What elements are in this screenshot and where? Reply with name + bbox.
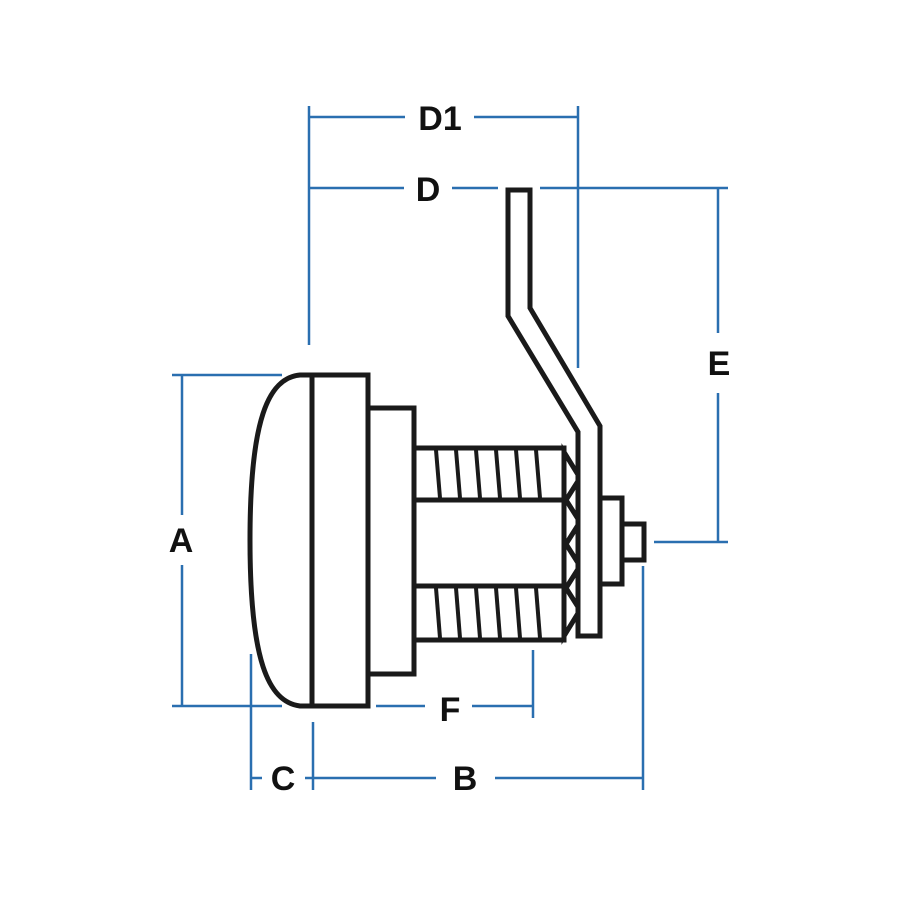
label-b: B: [453, 760, 478, 798]
core: [411, 497, 567, 589]
label-f: F: [440, 691, 461, 729]
cam-lock-part: [247, 187, 647, 709]
cam-arm: [505, 187, 603, 639]
dimension-labels: D1 D E A F C B: [169, 100, 731, 798]
label-c: C: [271, 760, 296, 798]
label-d1: D1: [418, 100, 461, 138]
label-d: D: [416, 171, 441, 209]
label-a: A: [169, 522, 194, 560]
threads-lower: [434, 587, 542, 639]
nut: [561, 443, 583, 645]
label-e: E: [708, 345, 731, 383]
knob-cap: [247, 372, 315, 709]
shaft-tip: [619, 521, 647, 563]
washer: [597, 495, 625, 587]
dimension-lines: [172, 106, 728, 790]
knob-flange: [309, 372, 371, 709]
collar: [365, 405, 417, 677]
threads-upper: [434, 449, 542, 499]
